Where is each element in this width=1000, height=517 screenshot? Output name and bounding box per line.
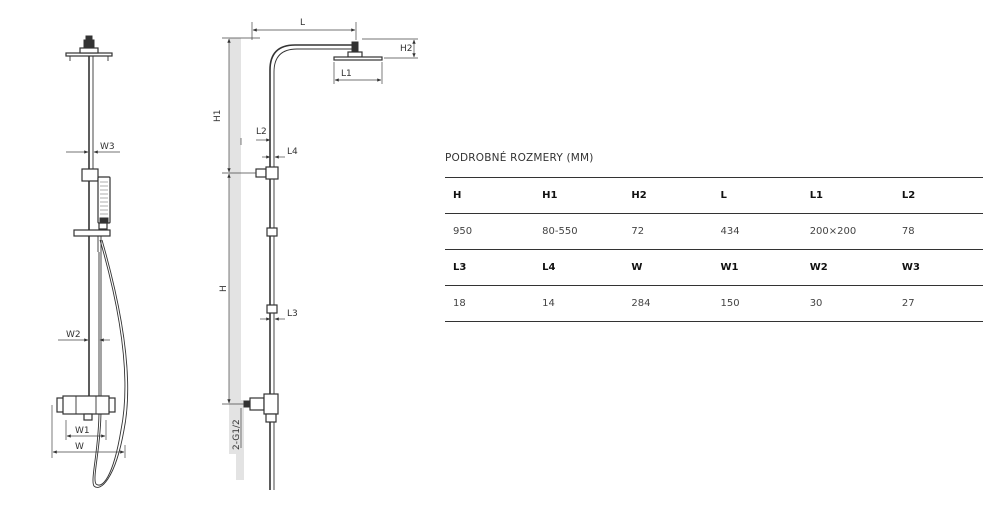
side-slider [266, 227, 278, 237]
dim-label-w2: W2 [66, 330, 81, 340]
front-shelf [73, 229, 111, 237]
table-value-cell: 14 [534, 285, 624, 322]
front-slider [81, 168, 99, 182]
side-rain-head [333, 41, 383, 61]
dim-label-w: W [75, 442, 84, 452]
side-riser-pipe [269, 44, 356, 490]
table-value-row-1: 950 80-550 72 434 200×200 78 [445, 213, 983, 250]
side-wall-bracket [255, 168, 267, 178]
table-value-cell: 284 [623, 285, 713, 322]
table-value-cell: 200×200 [801, 213, 894, 250]
table-value-cell: 18 [445, 285, 535, 322]
table-value-cell: 27 [893, 285, 983, 322]
table-value-cell: 434 [712, 213, 802, 250]
dim-label-l: L [300, 18, 305, 28]
front-thermostatic-mixer [56, 395, 116, 421]
dim-label-thread: 2-G1/2 [232, 419, 242, 450]
front-hand-shower [97, 176, 111, 224]
table-header-cell: W1 [712, 249, 802, 286]
table-value-cell: 950 [445, 213, 535, 250]
table-header-row-1: H H1 H2 L L1 L2 [445, 177, 983, 214]
table-header-cell: L1 [801, 177, 894, 214]
table-header-cell: W2 [801, 249, 894, 286]
table-title: PODROBNÉ ROZMERY (MM) [445, 152, 594, 164]
dimensions-table: H H1 H2 L L1 L2 950 80-550 72 434 200×20… [445, 177, 983, 322]
dim-label-h: H [219, 285, 229, 292]
table-value-cell: 30 [801, 285, 894, 322]
table-header-cell: L [712, 177, 802, 214]
table-header-row-2: L3 L4 W W1 W2 W3 [445, 249, 983, 286]
dim-label-w1: W1 [75, 426, 90, 436]
table-header-cell: H2 [623, 177, 713, 214]
table-value-cell: 80-550 [534, 213, 624, 250]
table-header-cell: W3 [893, 249, 983, 286]
table-value-cell: 72 [623, 213, 713, 250]
dim-label-l1: L1 [341, 69, 352, 79]
front-view: W3 W2 W1 W [51, 35, 129, 488]
side-view: L H2 L1 H1 L2 L4 H L3 2-G1/2 [213, 18, 418, 490]
wall [229, 38, 241, 454]
front-hose [92, 239, 129, 488]
table-value-row-2: 18 14 284 150 30 27 [445, 285, 983, 322]
table-header-cell: H [445, 177, 535, 214]
shower-column-drawing: W3 W2 W1 W [51, 18, 418, 490]
dim-label-l2: L2 [256, 127, 267, 137]
table-header-cell: H1 [534, 177, 624, 214]
dim-label-l4: L4 [287, 147, 298, 157]
table-header-cell: L2 [893, 177, 983, 214]
dim-label-w3: W3 [100, 142, 115, 152]
dim-label-h1: H1 [213, 110, 223, 123]
dimensions-table-panel: PODROBNÉ ROZMERY (MM) H H1 H2 L L1 L2 95… [445, 152, 983, 322]
side-mixer [243, 393, 279, 423]
dim-label-h2: H2 [400, 44, 413, 54]
table-value-cell: 78 [893, 213, 983, 250]
table-header-cell: W [623, 249, 713, 286]
dim-label-l3: L3 [287, 309, 298, 319]
table-header-cell: L3 [445, 249, 535, 286]
table-value-cell: 150 [712, 285, 802, 322]
table-header-cell: L4 [534, 249, 624, 286]
front-rain-head [65, 35, 113, 61]
